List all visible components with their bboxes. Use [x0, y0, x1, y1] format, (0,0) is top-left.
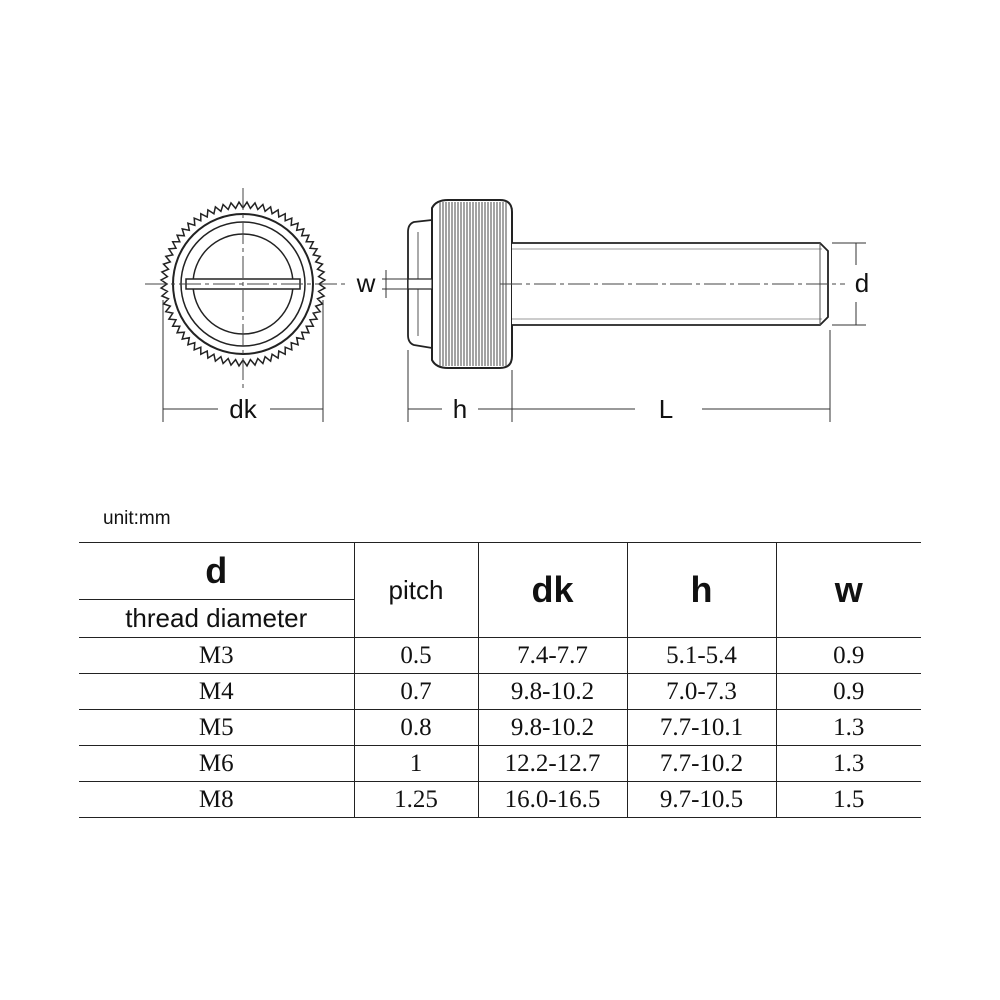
cell-pitch: 1.25	[353, 781, 479, 818]
cell-d: M5	[79, 709, 355, 746]
cell-w: 1.3	[775, 745, 921, 782]
cell-w: 1.3	[775, 709, 921, 746]
cell-pitch: 0.5	[353, 637, 479, 674]
cell-dk: 16.0-16.5	[477, 781, 628, 818]
header-thread-diameter: thread diameter	[79, 599, 355, 638]
slot-side	[407, 278, 433, 290]
top-view: dk	[145, 188, 345, 424]
knurl-lines	[439, 202, 507, 366]
w-label: w	[356, 268, 376, 298]
cell-pitch: 1	[353, 745, 479, 782]
header-pitch: pitch	[353, 542, 479, 638]
cell-h: 9.7-10.5	[626, 781, 777, 818]
cell-w: 1.5	[775, 781, 921, 818]
dk-label: dk	[229, 394, 257, 424]
header-row-2: thread diameter	[79, 599, 921, 638]
cell-d: M8	[79, 781, 355, 818]
header-dk: dk	[477, 542, 628, 638]
header-w: w	[775, 542, 921, 638]
cell-w: 0.9	[775, 673, 921, 710]
cell-d: M3	[79, 637, 355, 674]
cell-d: M4	[79, 673, 355, 710]
cell-d: M6	[79, 745, 355, 782]
cell-h: 5.1-5.4	[626, 637, 777, 674]
cell-dk: 7.4-7.7	[477, 637, 628, 674]
cell-h: 7.0-7.3	[626, 673, 777, 710]
L-label: L	[659, 394, 673, 424]
screw-technical-drawing: dk w d h L	[145, 188, 869, 424]
cell-pitch: 0.7	[353, 673, 479, 710]
header-h: h	[626, 542, 777, 638]
cell-h: 7.7-10.2	[626, 745, 777, 782]
cell-dk: 9.8-10.2	[477, 673, 628, 710]
side-view: w d h L	[356, 199, 869, 424]
cell-dk: 12.2-12.7	[477, 745, 628, 782]
cell-w: 0.9	[775, 637, 921, 674]
cell-dk: 9.8-10.2	[477, 709, 628, 746]
header-row-1: d pitch dk h w	[79, 542, 921, 638]
d-label: d	[855, 268, 869, 298]
cell-pitch: 0.8	[353, 709, 479, 746]
unit-label: unit:mm	[103, 508, 171, 529]
header-d: d	[79, 542, 355, 600]
cell-h: 7.7-10.1	[626, 709, 777, 746]
h-label: h	[453, 394, 467, 424]
